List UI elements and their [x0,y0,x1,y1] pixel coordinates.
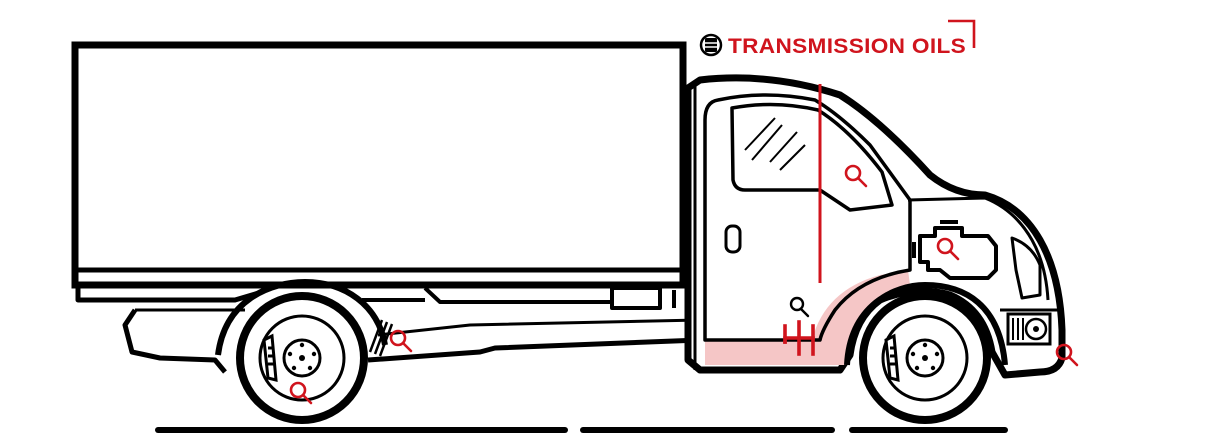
magnifier-icon [789,296,810,318]
hotspot-cabin[interactable] [844,164,868,188]
rear-suspension [368,319,394,357]
magnifier-icon [289,381,313,405]
radiator-fan-icon [1006,312,1052,346]
hotspot-gearbox[interactable] [789,296,810,318]
magnifier-icon [844,164,868,188]
hotspot-rear-axle[interactable] [389,329,413,353]
magnifier-icon [936,237,960,261]
hotspot-rear-brake[interactable] [289,381,313,405]
front-wheel [859,292,991,424]
oil-drum-icon [699,33,723,57]
hotspot-front-bumper[interactable] [1055,343,1079,367]
gearshift-icon [783,320,815,356]
magnifier-icon [389,329,413,353]
callout-corner-bracket [948,19,976,48]
rear-wheel [236,292,368,424]
brake-caliper-icon [262,333,278,382]
cabin [684,74,1066,379]
hotspot-engine[interactable] [936,237,960,261]
chassis-frame [75,285,701,374]
callout-label: TRANSMISSION OILS [728,35,966,58]
magnifier-icon [1055,343,1079,367]
callout-transmission-oils[interactable]: TRANSMISSION OILS [699,19,976,58]
cargo-box [71,41,687,289]
brake-caliper-icon [884,333,900,382]
rear-wheel-arch [215,278,388,356]
